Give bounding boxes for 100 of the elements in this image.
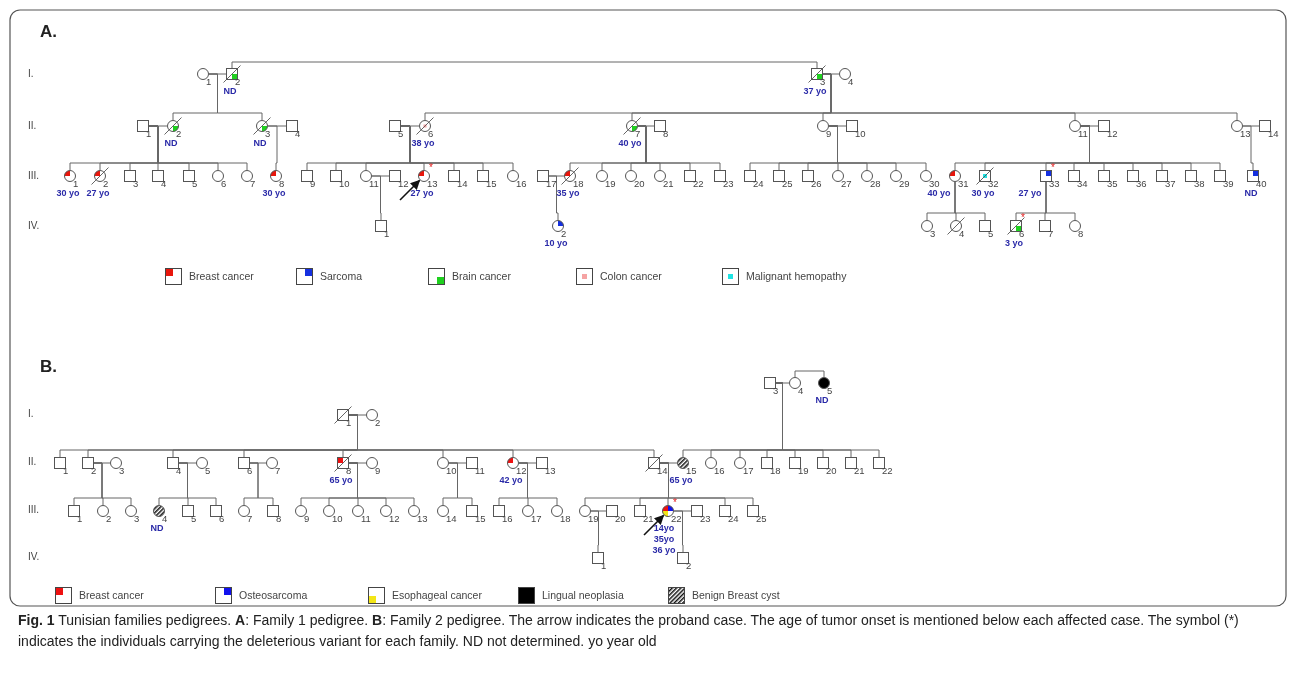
individual-number: 18 [770, 466, 781, 476]
age-label: 35 yo [556, 188, 580, 199]
age-label: 36 yo [652, 545, 676, 556]
individual-number: 14 [446, 514, 457, 524]
age-label: 65 yo [669, 475, 693, 486]
sibling-line [794, 370, 825, 378]
individual-number: 19 [605, 179, 616, 189]
generation-label: II. [28, 120, 37, 131]
age-label: 30 yo [971, 188, 995, 199]
descent-line [178, 462, 217, 506]
individual-number: 15 [486, 179, 497, 189]
individual-number: 26 [811, 179, 822, 189]
individual-number: 9 [375, 466, 381, 476]
individual-number: 8 [276, 514, 282, 524]
individual-number: 25 [756, 514, 767, 524]
individual-number: 1 [601, 561, 607, 571]
generation-label: I. [28, 68, 34, 79]
individual-number: 18 [573, 179, 584, 189]
individual-number: 6 [428, 129, 434, 139]
individual-number: 20 [615, 514, 626, 524]
figure-caption: Fig. 1 Tunisian families pedigrees. A: Family 1 pedigree. B: Family 2 pedigree. The arrow indicates the proband case. The age of tumor onset is mentioned below each affected case. The symbol (*) indicates the individuals carrying the deleterious variant for each family. ND not determined. yo year old [18, 611, 1240, 651]
legend-label: Benign Breast cyst [692, 588, 780, 603]
individual-number: 4 [295, 129, 301, 139]
generation-label: IV. [28, 220, 40, 231]
individual-number: 9 [310, 179, 316, 189]
descent-line [590, 510, 599, 553]
individual-number: 3 [820, 77, 826, 87]
individual-number: 30 [929, 179, 940, 189]
individual-number: 21 [643, 514, 654, 524]
individual-number: 13 [1240, 129, 1251, 139]
age-label: 14yo [653, 523, 675, 534]
individual-number: 7 [635, 129, 641, 139]
sibling-line [231, 61, 818, 69]
individual-number: 5 [205, 466, 211, 476]
legend-label: Brain cancer [452, 269, 511, 284]
descent-line [1242, 125, 1254, 171]
individual-number: 1 [206, 77, 212, 87]
individual-number: 35 [1107, 179, 1118, 189]
individual-number: 12 [516, 466, 527, 476]
individual-number: 12 [398, 179, 409, 189]
individual-number: 18 [560, 514, 571, 524]
descent-line [371, 175, 382, 221]
individual-number: 2 [106, 514, 112, 524]
individual-number: 19 [588, 514, 599, 524]
individual-number: 5 [398, 129, 404, 139]
individual-number: 4 [162, 514, 168, 524]
individual-number: 17 [743, 466, 754, 476]
individual-number: 23 [700, 514, 711, 524]
descent-line [148, 125, 248, 171]
individual-number: 1 [73, 179, 79, 189]
individual-number: 16 [502, 514, 513, 524]
descent-line [208, 73, 263, 121]
age-label: 35yo [653, 534, 675, 545]
panel-label: A. [40, 22, 57, 42]
age-label: 10 yo [544, 238, 568, 249]
individual-number: 22 [882, 466, 893, 476]
carrier-asterisk: * [1051, 163, 1055, 173]
individual-number: 16 [714, 466, 725, 476]
individual-number: 11 [369, 179, 379, 189]
individual-number: 33 [1049, 179, 1060, 189]
individual-number: 12 [1107, 129, 1118, 139]
age-label: 65 yo [329, 475, 353, 486]
descent-line [775, 382, 880, 458]
individual-number: 8 [663, 129, 669, 139]
individual-number: 3 [134, 514, 140, 524]
individual-number: 2 [91, 466, 97, 476]
age-label: 40 yo [618, 138, 642, 149]
age-label: ND [815, 395, 829, 406]
age-label: 38 yo [411, 138, 435, 149]
descent-line [828, 125, 927, 171]
descent-line [637, 125, 721, 171]
descent-line [548, 175, 559, 221]
age-label: 27 yo [86, 188, 110, 199]
individual-number: 22 [693, 179, 704, 189]
proband-arrow [643, 514, 665, 536]
individual-number: 3 [773, 386, 779, 396]
carrier-asterisk: * [673, 498, 677, 508]
individual-number: 36 [1136, 179, 1147, 189]
individual-number: 4 [848, 77, 854, 87]
individual-number: 14 [457, 179, 468, 189]
individual-number: 5 [191, 514, 197, 524]
generation-label: I. [28, 408, 34, 419]
generation-label: III. [28, 504, 40, 515]
individual-number: 27 [841, 179, 852, 189]
individual-number: 5 [827, 386, 833, 396]
individual-number: 17 [531, 514, 542, 524]
descent-line [1045, 181, 1076, 221]
individual-number: 3 [133, 179, 139, 189]
individual-number: 1 [384, 229, 390, 239]
individual-number: 4 [959, 229, 965, 239]
age-label: ND [1244, 188, 1258, 199]
individual-number: 2 [176, 129, 182, 139]
individual-number: 2 [235, 77, 241, 87]
individual-number: 28 [870, 179, 881, 189]
individual-number: 13 [545, 466, 556, 476]
individual-number: 9 [304, 514, 310, 524]
individual-number: 5 [988, 229, 994, 239]
individual-number: 7 [1048, 229, 1054, 239]
legend-label: Breast cancer [79, 588, 144, 603]
individual-number: 37 [1165, 179, 1176, 189]
